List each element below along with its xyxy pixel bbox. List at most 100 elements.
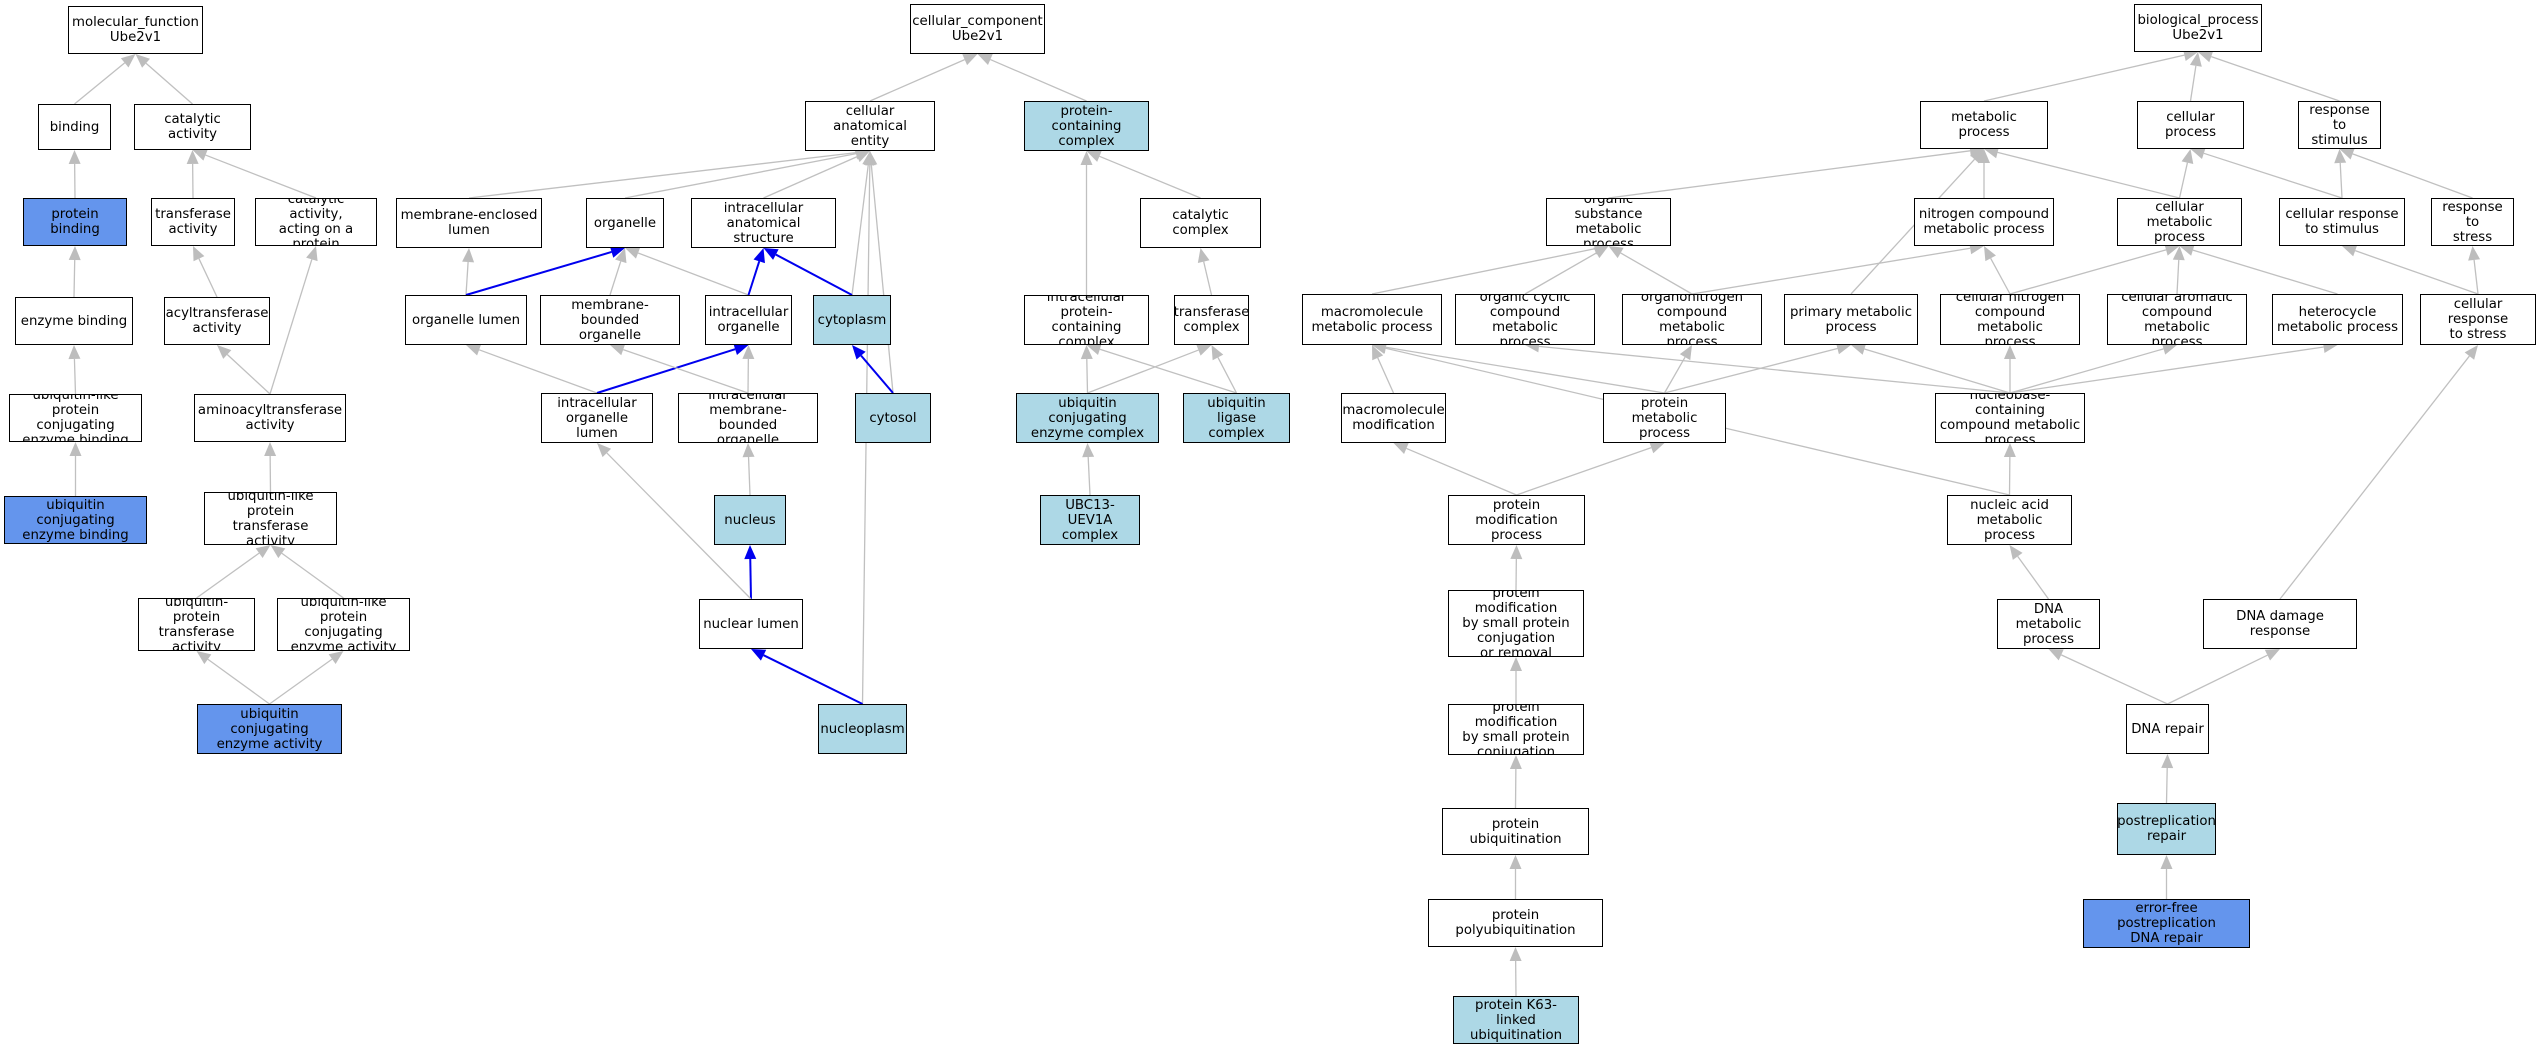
edge-nucleus-to-intracell-mb-organelle — [747, 456, 751, 496]
edge-cytosol-to-cytoplasm — [860, 354, 894, 394]
node-catalytic-complex: catalytic complex — [1140, 198, 1261, 248]
edge-arrowhead — [1211, 345, 1224, 361]
node-protein-polyubiquitination: protein polyubiquitination — [1428, 899, 1603, 947]
node-dna-mp: DNA metabolic process — [1997, 599, 2100, 649]
edge-nucleobase-mp-to-cellular-aromatic-mp — [2009, 348, 2164, 394]
edge-dna-repair-to-dna-damage-response — [2167, 654, 2268, 705]
node-pm-small-protein-conj-removal: protein modification by small protein co… — [1448, 590, 1584, 657]
edge-catalytic-activity-to-mf-root — [145, 62, 193, 105]
edge-arrowhead — [2464, 345, 2478, 360]
edge-metabolic-process-to-bp-root — [1983, 54, 2185, 102]
node-nucleoplasm: nucleoplasm — [818, 704, 907, 754]
edge-arrowhead — [1509, 947, 1522, 962]
edge-nucleoplasm-to-nuclear-lumen — [763, 654, 863, 705]
node-protein-complex: protein-containing complex — [1024, 101, 1149, 151]
edge-organic-cyclic-mp-to-organic-substance-mp — [1524, 252, 1597, 295]
edge-arrowhead — [2164, 244, 2180, 256]
node-intracell-protein-complex: intracellular protein-containing complex — [1024, 295, 1149, 345]
edge-organic-substance-mp-to-metabolic-process — [1608, 150, 1971, 199]
edge-ub-conj-enzyme-complex-to-transferase-complex — [1087, 349, 1199, 394]
edge-intracellular-organelle-to-intracell-anat-structure — [747, 261, 761, 296]
edge-arrowhead — [2179, 244, 2195, 256]
node-organelle-lumen: organelle lumen — [405, 295, 527, 345]
edge-arrowhead — [1649, 441, 1665, 454]
edge-arrowhead — [1080, 345, 1093, 360]
edge-protein-modification-process-to-protein-mp — [1516, 447, 1652, 496]
edge-arrowhead — [742, 443, 755, 458]
edge-arrowhead — [597, 443, 612, 458]
edge-arrowhead — [264, 442, 277, 457]
node-nucleus: nucleus — [714, 495, 786, 545]
node-cytoplasm: cytoplasm — [813, 295, 891, 345]
edge-arrowhead — [306, 246, 318, 262]
edge-organonitrogen-mp-to-organic-substance-mp — [1620, 252, 1693, 295]
edge-arrowhead — [1608, 246, 1624, 259]
edge-arrowhead — [2342, 245, 2358, 257]
edge-ub-ligase-complex-to-transferase-complex — [1217, 357, 1238, 394]
edge-protein-complex-to-cc-root — [990, 58, 1087, 102]
edge-binding-to-mf-root — [74, 62, 126, 105]
edge-nucleobase-mp-to-heterocycle-mp — [2009, 346, 2324, 394]
node-cytosol: cytosol — [855, 393, 931, 443]
edge-dna-damage-response-to-cellular-response-stress — [2279, 355, 2470, 600]
edge-arrowhead — [2183, 49, 2198, 61]
edge-cellular-mp-to-cellular-process — [2178, 162, 2189, 199]
edge-arrowhead — [2190, 147, 2206, 160]
edge-arrowhead — [1086, 343, 1102, 355]
edge-membrane-enclosed-lumen-to-cell-anat-entity — [468, 151, 857, 199]
edge-cytoplasm-to-intracell-anat-structure — [775, 253, 853, 296]
edge-arrowhead — [977, 54, 993, 66]
node-mf-root: molecular_function Ube2v1 — [68, 6, 203, 54]
edge-arrowhead — [1835, 342, 1851, 355]
edge-arrowhead — [1510, 657, 1522, 671]
node-primary-mp: primary metabolic process — [1784, 294, 1918, 345]
edge-postreplication-repair-to-dna-repair — [2165, 767, 2168, 804]
edge-response-to-stress-to-response-to-stimulus — [2352, 153, 2473, 199]
edge-arrowhead — [1679, 345, 1692, 361]
edge-arrowhead — [1509, 755, 1522, 770]
node-ub-ligase-complex: ubiquitin ligase complex — [1183, 393, 1290, 443]
edge-arrowhead — [2004, 345, 2016, 359]
edge-arrowhead — [2339, 148, 2355, 160]
node-ub-conj-enzyme-complex: ubiquitin conjugating enzyme complex — [1016, 393, 1159, 443]
node-organic-substance-mp: organic substance metabolic process — [1546, 198, 1671, 246]
node-bp-root: biological_process Ube2v1 — [2134, 4, 2262, 52]
edge-aminoacyltransferase-to-acyltransferase — [226, 354, 271, 395]
node-nucleic-acid-mp: nucleic acid metabolic process — [1947, 495, 2072, 545]
node-response-to-stress: response to stress — [2431, 198, 2514, 246]
edge-arrowhead — [1372, 342, 1388, 355]
edge-arrowhead — [466, 344, 482, 356]
edge-arrowhead — [2003, 443, 2016, 458]
edge-arrowhead — [192, 149, 208, 161]
edge-arrowhead — [753, 248, 765, 264]
node-nucleobase-mp: nucleobase-containing compound metabolic… — [1935, 393, 2085, 443]
edge-arrowhead — [1197, 248, 1210, 263]
edge-ubc13-uev1a-to-ub-conj-enzyme-complex — [1087, 456, 1091, 496]
edge-arrowhead — [2264, 649, 2280, 661]
edge-intracell-mb-organelle-to-membrane-bounded-organelle — [623, 348, 749, 394]
edge-arrowhead — [270, 545, 286, 559]
node-binding: binding — [38, 104, 111, 150]
edge-arrowhead — [1970, 149, 1984, 164]
edge-protein-mp-to-primary-mp — [1664, 347, 1838, 394]
edge-organelle-to-cell-anat-entity — [624, 152, 857, 199]
edge-arrowhead — [2009, 545, 2023, 560]
edge-arrowhead — [2160, 855, 2173, 869]
node-cellular-mp: cellular metabolic process — [2117, 198, 2242, 246]
edge-ub-conj-enzyme-activity-to-ubl-conj-enzyme-activity — [269, 658, 333, 705]
node-organelle: organelle — [586, 198, 664, 248]
edge-arrowhead — [854, 151, 870, 163]
node-protein-modification-process: protein modification process — [1448, 495, 1585, 545]
node-cellular-aromatic-mp: cellular aromatic compound metabolic pro… — [2107, 294, 2247, 345]
edge-transferase-complex-to-catalytic-complex — [1203, 261, 1213, 296]
edge-nucleobase-mp-to-primary-mp — [1864, 348, 2011, 394]
edge-nucleobase-mp-to-organic-cyclic-mp — [1538, 345, 2011, 394]
node-cellular-nitrogen-mp: cellular nitrogen compound metabolic pro… — [1940, 294, 2080, 345]
edge-macromolecule-modification-to-macromolecule-mp — [1377, 357, 1395, 394]
edge-arrowhead — [2048, 649, 2064, 661]
edge-arrowhead — [763, 248, 779, 260]
node-k63-ubiquitination: protein K63-linked ubiquitination — [1453, 996, 1579, 1044]
edge-arrowhead — [1509, 855, 1522, 869]
node-ub-conj-enzyme-binding: ubiquitin conjugating enzyme binding — [4, 496, 147, 544]
